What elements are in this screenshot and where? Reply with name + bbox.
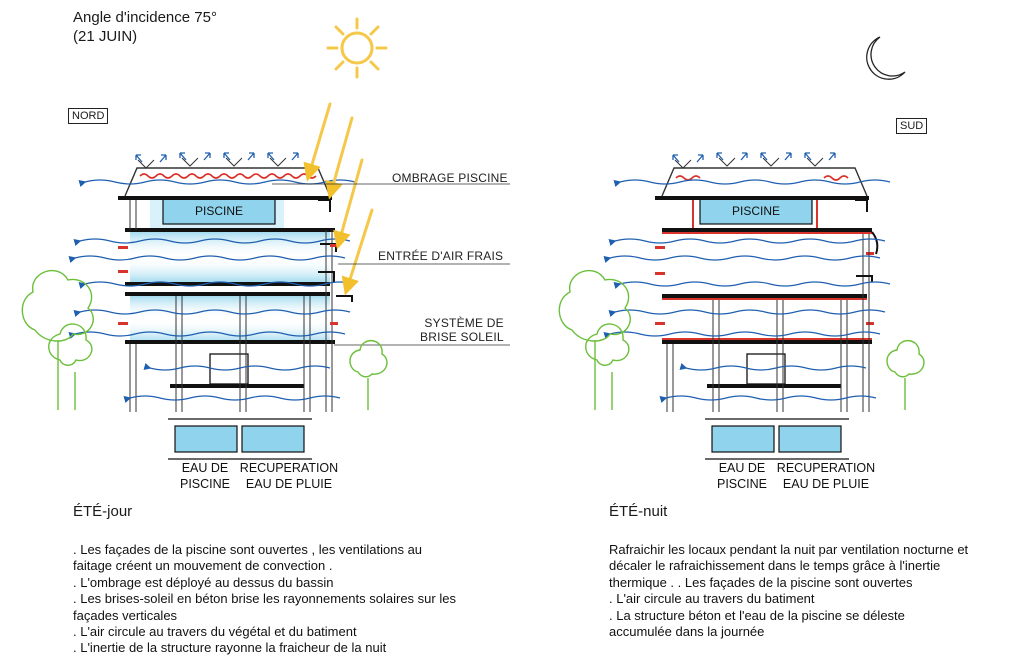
pool-label-day: PISCINE — [194, 204, 243, 218]
day-line: . L'ombrage est déployé au dessus du bas… — [73, 574, 334, 590]
day-description: . Les façades de la piscine sont ouverte… — [73, 542, 523, 657]
tree-icon — [349, 340, 388, 410]
pool-label-night: PISCINE — [731, 204, 780, 218]
tank-pool-line2: PISCINE — [716, 477, 767, 491]
tank-rain-label-day: RECUPERATION EAU DE PLUIE — [232, 460, 346, 492]
night-line: accumulée dans la journée — [609, 624, 765, 640]
moon-icon — [866, 36, 906, 80]
tank-rain-line2: EAU DE PLUIE — [782, 477, 870, 491]
tank-rain-line1: RECUPERATION — [239, 461, 339, 475]
season-title-day: ÉTÉ-jour — [73, 503, 133, 520]
day-line: . L'inertie de la structure rayonne la f… — [73, 640, 387, 656]
orientation-nord-tag: NORD — [68, 108, 109, 124]
day-line: . L'air circule au travers du végétal et… — [73, 624, 357, 640]
season-title-night: ÉTÉ-nuit — [609, 503, 668, 520]
tank-rain-line1: RECUPERATION — [776, 461, 876, 475]
night-line: Rafraichir les locaux pendant la nuit pa… — [609, 542, 969, 557]
day-line: . Les façades de la piscine sont ouverte… — [73, 542, 423, 557]
tank-rain-label-night: RECUPERATION EAU DE PLUIE — [769, 460, 883, 492]
callout-brise-line2: BRISE SOLEIL — [420, 330, 504, 344]
callout-brise-line1: SYSTÈME DE — [424, 316, 504, 330]
night-line: décaler le rafraichissement dans le temp… — [609, 558, 941, 574]
day-line: faitage créent un mouvement de convectio… — [73, 558, 333, 574]
night-description: Rafraichir les locaux pendant la nuit pa… — [609, 542, 1019, 640]
incidence-angle-line2: (21 JUIN) — [73, 28, 138, 45]
tank-pool-line2: PISCINE — [179, 477, 230, 491]
tank-rain-line2: EAU DE PLUIE — [245, 477, 333, 491]
tank-pool-line1: EAU DE — [181, 461, 229, 475]
tank-pool-line1: EAU DE — [718, 461, 766, 475]
incidence-angle-line1: Angle d'incidence 75° — [73, 9, 217, 26]
night-line: . La structure béton et l'eau de la pisc… — [609, 607, 905, 623]
tank-pool-label-day: EAU DE PISCINE — [160, 460, 250, 492]
callout-ombrage: OMBRAGE PISCINE — [392, 171, 508, 185]
incidence-angle-title: Angle d'incidence 75° (21 JUIN) — [73, 8, 217, 46]
building-day — [68, 102, 510, 460]
building-night — [603, 152, 891, 460]
tank-pool-label-night: EAU DE PISCINE — [697, 460, 787, 492]
night-line: . L'air circule au travers du batiment — [609, 591, 815, 607]
pool-night — [699, 197, 813, 225]
sun-icon — [326, 17, 388, 79]
orientation-sud-tag: SUD — [896, 118, 928, 134]
tree-icon — [886, 340, 925, 410]
day-line: . Les brises-soleil en béton brise les r… — [73, 591, 456, 607]
tree-icon — [558, 269, 631, 410]
callout-air-frais: ENTRÉE D'AIR FRAIS — [378, 249, 504, 263]
callout-brise-soleil: SYSTÈME DE BRISE SOLEIL — [420, 316, 504, 344]
night-line: thermique . . Les façades de la piscine … — [609, 574, 913, 590]
day-line: façades verticales — [73, 607, 178, 623]
tree-icon — [21, 269, 94, 410]
